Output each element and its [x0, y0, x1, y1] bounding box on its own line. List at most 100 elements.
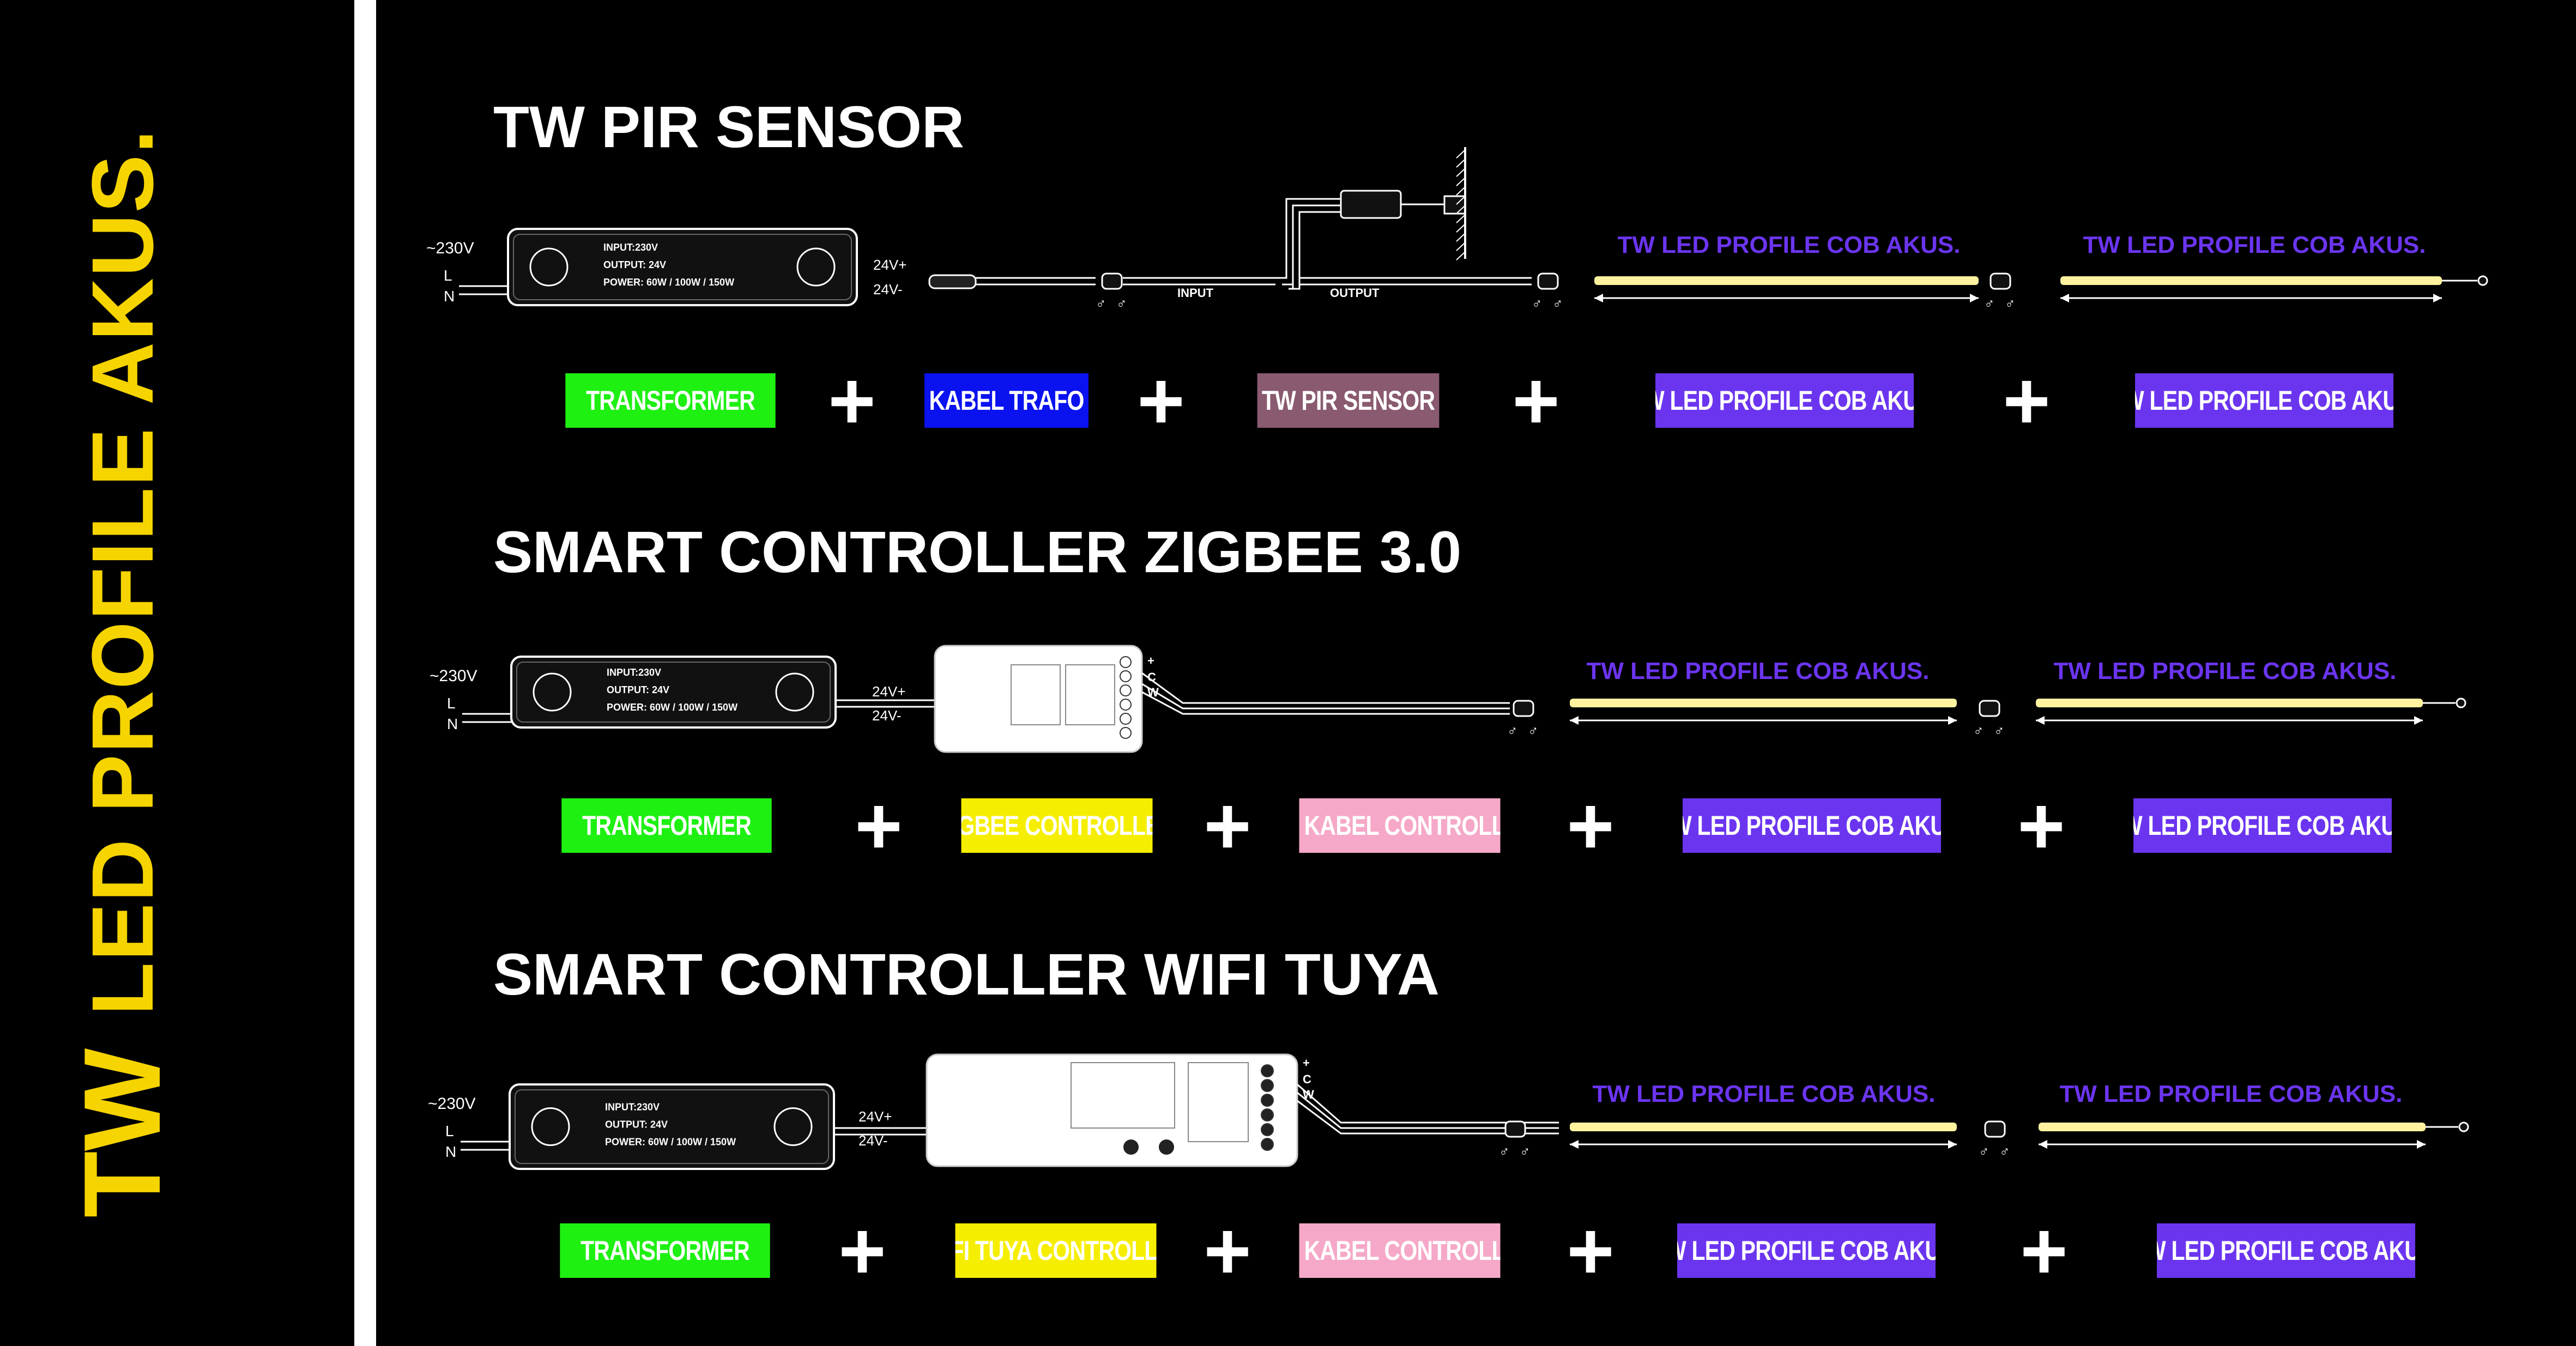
- wall-hatch: [1456, 186, 1466, 196]
- arrow-head: [1948, 1140, 1957, 1149]
- connector-symbol: ♂: [1552, 295, 1563, 312]
- connector: [1979, 700, 2000, 717]
- wall-hatch: [1456, 168, 1466, 177]
- psu-output-label: OUTPUT: 24V: [605, 1119, 668, 1130]
- plus-icon: +: [2003, 355, 2051, 446]
- plus-icon: +: [2017, 780, 2065, 871]
- power-supply-inner: [516, 662, 831, 723]
- connector-symbol: ♂: [2005, 295, 2016, 312]
- wall-hatch: [1456, 159, 1466, 168]
- controller-terminal: [1261, 1138, 1274, 1151]
- led-strip: [1570, 1123, 1957, 1131]
- connector-symbol: ♂: [1507, 723, 1518, 739]
- psu-power-label: POWER: 60W / 100W / 150W: [605, 1137, 736, 1148]
- controller-terminal: [1261, 1079, 1274, 1092]
- wall-hatch: [1456, 214, 1466, 223]
- plus-icon: +: [855, 780, 903, 871]
- pir-sensor-body: [1340, 190, 1402, 219]
- power-supply-inner: [513, 234, 852, 300]
- psu-terminal-right: [773, 1107, 813, 1146]
- controller-terminal: [1120, 699, 1132, 711]
- controller-out-wire: [1141, 691, 1510, 715]
- psu-input-label: INPUT:230V: [607, 667, 661, 678]
- psu-terminal-left: [533, 672, 572, 712]
- controller-label-table: [1071, 1062, 1175, 1129]
- controller-out-wire: [1297, 1100, 1559, 1135]
- sensor-input-label: INPUT: [1177, 286, 1214, 300]
- connector-symbol: ♂: [1520, 1143, 1531, 1160]
- strip-label: TW LED PROFILE COB AKUS.: [2083, 232, 2426, 258]
- controller-terminal: [1261, 1108, 1274, 1121]
- led-strip: [2060, 276, 2442, 285]
- end-cap: [2477, 275, 2488, 286]
- controller-out-wire: [1297, 1083, 1559, 1124]
- tag-led-profile: TW LED PROFILE COB AKUS.: [2135, 373, 2393, 428]
- tag-transformer: TRANSFORMER: [560, 1223, 770, 1278]
- controller-terminal: [1261, 1064, 1274, 1077]
- connector-symbol: ♂: [1096, 295, 1106, 312]
- tag-kabel-controller: TW KABEL CONTROLLER: [1299, 798, 1501, 853]
- section-title-wifi: SMART CONTROLLER WIFI TUYA: [493, 941, 1440, 1007]
- arrow-head: [1970, 294, 1979, 302]
- dc-minus-label: 24V-: [873, 281, 903, 298]
- zigbee-controller-body: [934, 645, 1143, 753]
- sensor-output-label: OUTPUT: [1330, 286, 1380, 300]
- wall-hatch: [1456, 223, 1466, 233]
- led-strip: [1594, 276, 1979, 285]
- controller-out-wire: [1141, 683, 1510, 710]
- led-strip: [2039, 1123, 2426, 1131]
- arrow-head: [1948, 716, 1957, 725]
- ac-label-n: N: [445, 1143, 456, 1160]
- diagram-zigbee: INPUT:230V OUTPUT: 24V POWER: 60W / 100W /…: [430, 645, 2466, 753]
- psu-output-label: OUTPUT: 24V: [607, 684, 669, 695]
- terminal-label: +: [1147, 654, 1154, 668]
- arrow-head: [2414, 716, 2423, 725]
- wall-hatch: [1456, 177, 1466, 186]
- strip-label: TW LED PROFILE COB AKUS.: [2053, 658, 2397, 684]
- wall-hatch: [1456, 196, 1466, 205]
- connector-symbol: ♂: [1116, 295, 1127, 312]
- strip-label: TW LED PROFILE COB AKUS.: [2059, 1081, 2403, 1107]
- vertical-divider: [354, 0, 376, 1346]
- tag-pir-sensor: TW PIR SENSOR: [1257, 373, 1440, 428]
- plus-icon: +: [1567, 1205, 1614, 1296]
- controller-out-wire: [1141, 672, 1510, 704]
- strip-label: TW LED PROFILE COB AKUS.: [1592, 1081, 1936, 1107]
- sensor-wire: [1275, 198, 1341, 279]
- end-cap: [2456, 698, 2466, 708]
- arrow-head: [1570, 1140, 1579, 1149]
- psu-output-label: OUTPUT: 24V: [603, 259, 666, 270]
- wall-hatch: [1456, 251, 1466, 260]
- connector-symbol: ♂: [1973, 723, 1984, 739]
- arrow-head: [2060, 294, 2069, 302]
- connector: [1513, 700, 1534, 717]
- sensor-wire: [1282, 204, 1341, 286]
- terminal-label: C: [1147, 670, 1156, 684]
- section-title-zigbee: SMART CONTROLLER ZIGBEE 3.0: [493, 519, 1462, 585]
- controller-terminal: [1120, 713, 1132, 725]
- connector-symbol: ♂: [1994, 723, 2005, 739]
- connector-symbol: ♂: [1499, 1143, 1510, 1160]
- connector: [1984, 1120, 2006, 1138]
- psu-terminal-right: [775, 672, 814, 712]
- connector: [1504, 1120, 1526, 1138]
- plus-icon: +: [2020, 1205, 2068, 1296]
- psu-power-label: POWER: 60W / 100W / 150W: [603, 277, 734, 288]
- psu-input-label: INPUT:230V: [603, 242, 658, 253]
- controller-out-wire: [1297, 1092, 1559, 1129]
- connector-symbol: ♂: [1984, 295, 1995, 312]
- tag-led-profile: TW LED PROFILE COB AKUS.: [1677, 1223, 1936, 1278]
- controller-terminal: [1120, 727, 1132, 739]
- psu-input-label: INPUT:230V: [605, 1102, 660, 1113]
- terminal-label: C: [1303, 1072, 1311, 1086]
- connector-symbol: ♂: [1999, 1143, 2010, 1160]
- arrow-head: [1594, 294, 1603, 302]
- dc-minus-label: 24V-: [872, 707, 902, 724]
- tag-transformer: TRANSFORMER: [561, 798, 772, 853]
- tag-transformer: TRANSFORMER: [565, 373, 776, 428]
- arrow-head: [2433, 294, 2442, 302]
- arrow-head: [2417, 1140, 2426, 1149]
- psu-power-label: POWER: 60W / 100W / 150W: [607, 702, 737, 713]
- tag-kabel-trafo: KABEL TRAFO: [924, 373, 1089, 428]
- reset-button-icon: [1123, 1139, 1139, 1155]
